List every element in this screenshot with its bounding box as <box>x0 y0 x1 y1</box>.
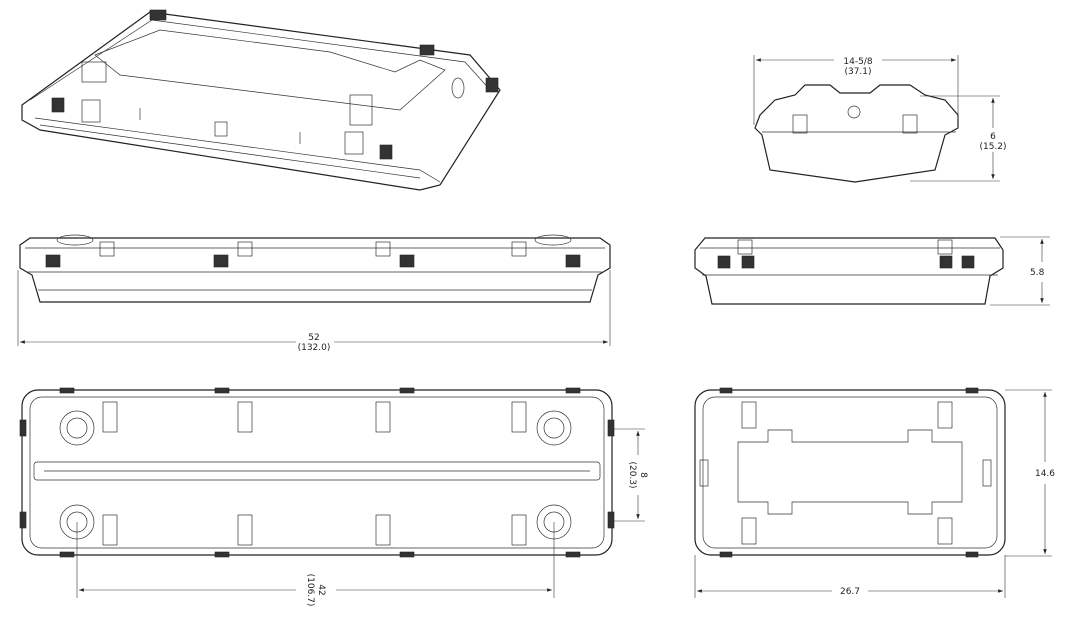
end-width-metric-label: (37.1) <box>844 67 871 77</box>
mount-spacing-short-metric-label: (20.3) <box>627 461 637 488</box>
side-height-label: 5.8 <box>1030 268 1045 278</box>
mount-spacing-short-label: 8 <box>638 472 648 478</box>
short-side-view: 5.8 <box>694 236 1050 306</box>
side-view: 52 (132.0) <box>17 234 611 353</box>
end-height-metric-label: (15.2) <box>979 142 1006 152</box>
end-view: 14-5/8 (37.1) 6 (15.2) <box>753 55 1007 183</box>
overall-length-metric-label: (132.0) <box>298 343 331 353</box>
end-height-label: 6 <box>990 132 996 142</box>
bottom-view: 8 (20.3) 42 (106.7) <box>19 387 648 607</box>
bottom-width-label: 26.7 <box>840 587 860 597</box>
overall-length-label: 52 <box>308 333 319 343</box>
short-bottom-view: 14.6 26.7 <box>694 387 1055 598</box>
end-width-label: 14-5/8 <box>843 57 872 67</box>
mount-spacing-long-metric-label: (106.7) <box>305 574 315 607</box>
bottom-depth-label: 14.6 <box>1035 469 1055 479</box>
mount-spacing-long-label: 42 <box>316 584 326 595</box>
isometric-view <box>21 9 501 191</box>
